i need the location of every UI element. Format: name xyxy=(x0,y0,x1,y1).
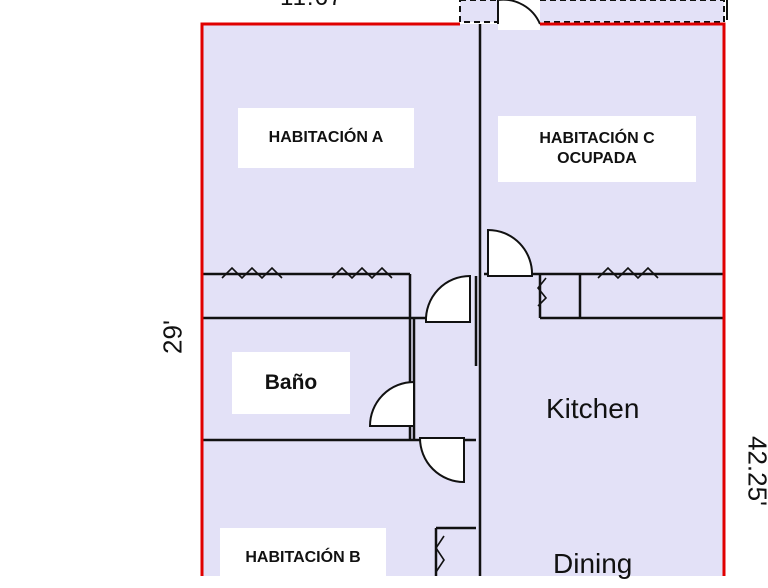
dimension-left: 29' xyxy=(158,320,189,354)
dimension-top: 11.67' xyxy=(280,0,349,12)
room-label-kitchen: Kitchen xyxy=(546,393,639,425)
room-label-habitacion-b: HABITACIÓN B xyxy=(220,528,386,588)
room-label-habitacion-c: HABITACIÓN C OCUPADA xyxy=(498,116,696,182)
room-label-habitacion-a: HABITACIÓN A xyxy=(238,108,414,168)
dimension-right: 42.25' xyxy=(742,436,768,506)
room-label-bano: Baño xyxy=(232,352,350,414)
room-label-dining: Dining xyxy=(553,548,632,580)
floor-plan xyxy=(0,0,768,576)
